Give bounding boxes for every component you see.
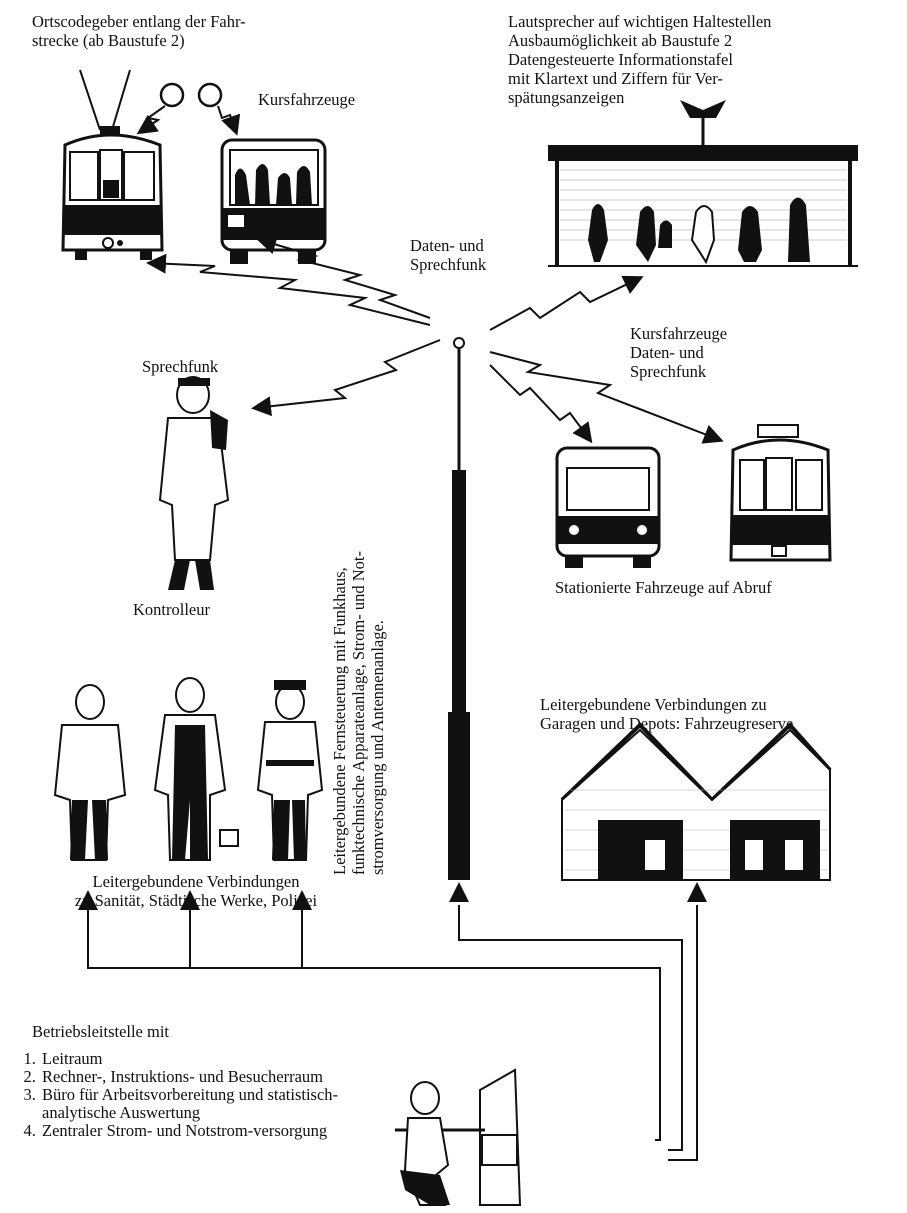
police-icon	[256, 680, 324, 861]
shelter-icon	[548, 100, 858, 267]
bus-icon	[220, 138, 327, 264]
list-item: Zentraler Strom- und Notstrom-versorgung	[40, 1122, 362, 1140]
doctor-icon	[53, 684, 127, 861]
list-item: Büro für Arbeitsvorbereitung und statist…	[40, 1086, 372, 1122]
operator-desk-icon	[395, 1068, 522, 1206]
bus-icon	[555, 446, 661, 568]
sprechfunk-label: Sprechfunk	[142, 357, 219, 376]
garage-icon	[560, 722, 832, 881]
kursfahrzeuge-right-label: Kursfahrzeuge Daten- und Sprechfunk	[630, 324, 728, 381]
list-item: Leitraum	[40, 1050, 372, 1068]
antenna-icon	[448, 337, 470, 880]
lautsprecher-label: Lautsprecher auf wichtigen Haltestellen …	[508, 12, 772, 107]
list-item: Rechner-, Instruktions- und Besucherraum	[40, 1068, 362, 1086]
controller-person-icon	[158, 376, 230, 590]
stationiert-label: Stationierte Fahrzeuge auf Abruf	[555, 578, 772, 597]
kontrolleur-label: Kontrolleur	[133, 600, 210, 619]
garagen-label: Leitergebundene Verbindungen zu Garagen …	[540, 695, 794, 733]
sanitaet-label: Leitergebundene Verbindungen zu Sanität,…	[74, 872, 318, 910]
vertical-fernsteuerung-label: Leitergebundene Fernsteuerung mit Funkha…	[330, 551, 387, 875]
kursfahrzeuge-top-label: Kursfahrzeuge	[258, 90, 356, 109]
tram-icon	[61, 69, 164, 260]
ortscode-label: Ortscodegeber entlang der Fahr- strecke …	[32, 12, 246, 50]
daten-sprechfunk-label: Daten- und Sprechfunk	[410, 236, 487, 274]
worker-icon	[153, 677, 239, 861]
betriebsleitstelle-list: Leitraum Rechner-, Instruktions- und Bes…	[20, 1050, 372, 1140]
tram-icon	[729, 424, 832, 562]
betriebsleitstelle-title: Betriebsleitstelle mit	[32, 1022, 170, 1041]
